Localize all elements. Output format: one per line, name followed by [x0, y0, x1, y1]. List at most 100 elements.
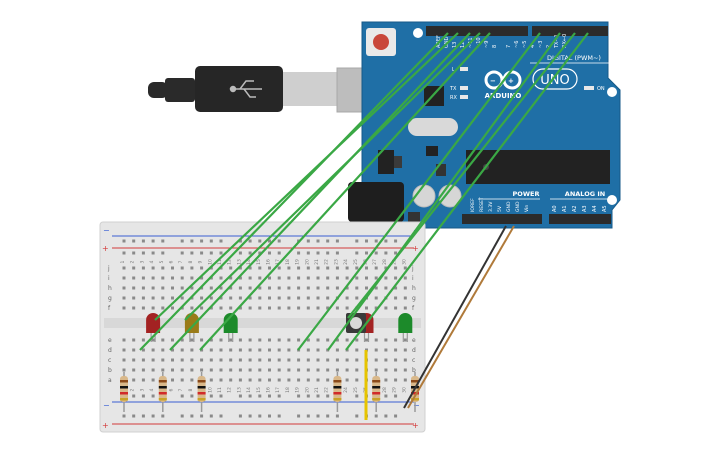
breadboard-hole[interactable] [306, 286, 310, 290]
breadboard-hole[interactable] [161, 286, 165, 290]
breadboard-hole[interactable] [219, 358, 223, 362]
breadboard-hole[interactable] [238, 358, 242, 362]
wire-green[interactable] [297, 32, 541, 351]
rail-hole[interactable] [248, 414, 252, 418]
rail-hole[interactable] [190, 239, 194, 243]
rail-hole[interactable] [374, 239, 378, 243]
rail-hole[interactable] [200, 251, 204, 255]
breadboard-hole[interactable] [229, 338, 233, 342]
rail-hole[interactable] [132, 239, 136, 243]
rail-hole[interactable] [209, 414, 213, 418]
rail-hole[interactable] [132, 394, 136, 398]
breadboard-hole[interactable] [287, 368, 291, 372]
breadboard-hole[interactable] [258, 266, 262, 270]
breadboard-hole[interactable] [345, 368, 349, 372]
breadboard-hole[interactable] [297, 266, 301, 270]
breadboard-hole[interactable] [268, 348, 271, 352]
rail-hole[interactable] [374, 251, 378, 255]
breadboard-hole[interactable] [190, 348, 194, 352]
breadboard-hole[interactable] [248, 266, 252, 270]
breadboard-hole[interactable] [277, 368, 281, 372]
rail-hole[interactable] [122, 239, 126, 243]
breadboard-hole[interactable] [268, 276, 271, 280]
breadboard-hole[interactable] [180, 368, 184, 372]
breadboard-hole[interactable] [132, 348, 136, 352]
rail-hole[interactable] [151, 394, 155, 398]
breadboard-hole[interactable] [403, 358, 407, 362]
rail-hole[interactable] [268, 251, 271, 255]
breadboard-hole[interactable] [190, 368, 194, 372]
breadboard-hole[interactable] [316, 338, 320, 342]
breadboard-hole[interactable] [122, 276, 126, 280]
wire-green[interactable] [184, 32, 481, 321]
breadboard-hole[interactable] [219, 368, 223, 372]
breadboard-hole[interactable] [335, 348, 339, 352]
breadboard-hole[interactable] [316, 276, 320, 280]
breadboard-hole[interactable] [394, 266, 398, 270]
rail-hole[interactable] [365, 251, 368, 255]
breadboard-hole[interactable] [248, 306, 252, 310]
breadboard-hole[interactable] [326, 358, 330, 362]
breadboard-hole[interactable] [287, 266, 291, 270]
breadboard-hole[interactable] [394, 358, 398, 362]
breadboard-hole[interactable] [141, 378, 145, 382]
rail-hole[interactable] [374, 414, 378, 418]
breadboard-hole[interactable] [171, 358, 174, 362]
breadboard-hole[interactable] [306, 276, 310, 280]
breadboard-hole[interactable] [238, 276, 242, 280]
breadboard-hole[interactable] [268, 368, 271, 372]
breadboard-hole[interactable] [141, 286, 145, 290]
breadboard-hole[interactable] [238, 286, 242, 290]
breadboard-hole[interactable] [287, 286, 291, 290]
breadboard-hole[interactable] [384, 306, 388, 310]
breadboard-hole[interactable] [287, 338, 291, 342]
rail-hole[interactable] [122, 414, 126, 418]
wire-green[interactable] [154, 32, 459, 321]
breadboard-hole[interactable] [258, 338, 262, 342]
breadboard-hole[interactable] [258, 276, 262, 280]
rail-hole[interactable] [326, 394, 330, 398]
breadboard-hole[interactable] [326, 378, 330, 382]
breadboard-hole[interactable] [190, 338, 194, 342]
analog-header[interactable] [549, 214, 611, 224]
rail-hole[interactable] [394, 394, 398, 398]
rail-hole[interactable] [238, 414, 242, 418]
rail-hole[interactable] [335, 239, 339, 243]
breadboard-hole[interactable] [394, 306, 398, 310]
rail-hole[interactable] [326, 251, 330, 255]
rail-hole[interactable] [326, 239, 330, 243]
rail-hole[interactable] [219, 239, 223, 243]
rail-hole[interactable] [394, 251, 398, 255]
breadboard-hole[interactable] [122, 338, 126, 342]
breadboard-hole[interactable] [287, 296, 291, 300]
rail-hole[interactable] [238, 251, 242, 255]
breadboard-hole[interactable] [268, 306, 271, 310]
breadboard-hole[interactable] [297, 338, 301, 342]
breadboard-hole[interactable] [394, 348, 398, 352]
breadboard-hole[interactable] [306, 348, 310, 352]
rail-hole[interactable] [384, 414, 388, 418]
breadboard-hole[interactable] [190, 266, 194, 270]
breadboard-hole[interactable] [335, 266, 339, 270]
breadboard-hole[interactable] [180, 338, 184, 342]
rail-hole[interactable] [151, 239, 155, 243]
breadboard-hole[interactable] [268, 358, 271, 362]
rail-hole[interactable] [297, 251, 301, 255]
breadboard-hole[interactable] [151, 358, 155, 362]
breadboard-hole[interactable] [200, 348, 204, 352]
breadboard-hole[interactable] [151, 286, 155, 290]
breadboard-hole[interactable] [277, 286, 281, 290]
breadboard-hole[interactable] [209, 296, 213, 300]
resistor[interactable] [372, 372, 381, 412]
wire-green[interactable] [345, 32, 589, 351]
breadboard-hole[interactable] [277, 358, 281, 362]
breadboard-hole[interactable] [316, 378, 320, 382]
breadboard-hole[interactable] [180, 266, 184, 270]
rail-hole[interactable] [209, 394, 213, 398]
breadboard-hole[interactable] [141, 338, 145, 342]
breadboard-hole[interactable] [306, 306, 310, 310]
breadboard-hole[interactable] [171, 286, 174, 290]
breadboard-hole[interactable] [248, 348, 252, 352]
breadboard-hole[interactable] [384, 338, 388, 342]
breadboard-hole[interactable] [200, 276, 204, 280]
